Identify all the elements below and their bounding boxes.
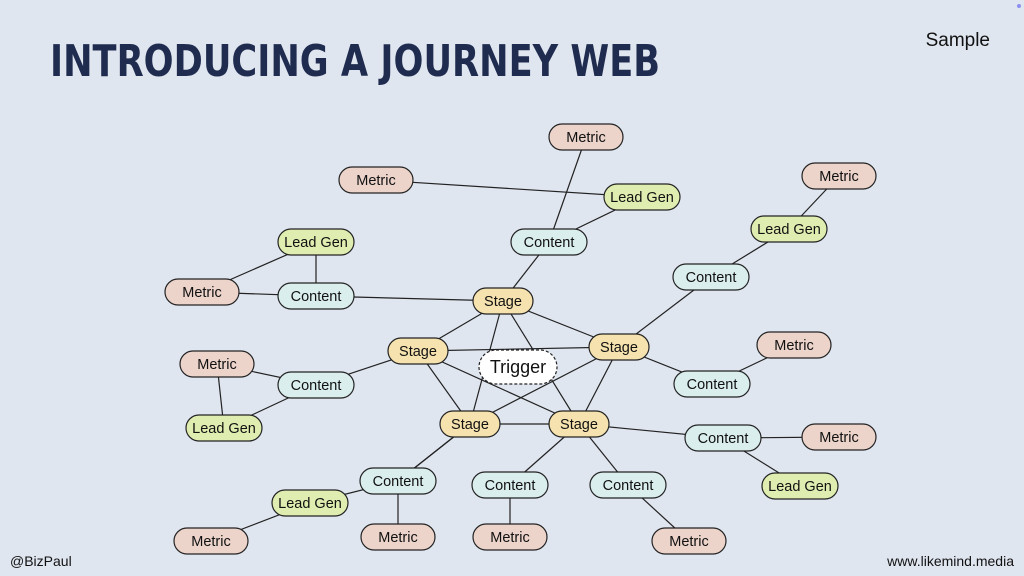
metric-node: Metric — [756, 331, 832, 359]
content-node: Content — [672, 263, 750, 291]
metric-node: Metric — [651, 527, 727, 555]
metric-node: Metric — [360, 523, 436, 551]
stage-node: Stage — [439, 410, 501, 438]
sample-label: Sample — [925, 30, 990, 51]
node-label: Metric — [182, 285, 221, 301]
stage-node: Stage — [588, 333, 650, 361]
node-label: Lead Gen — [768, 479, 832, 495]
edge-s2-s5 — [417, 346, 620, 352]
content-node: Content — [589, 471, 667, 499]
node-label: Stage — [451, 417, 489, 433]
metric-node: Metric — [801, 423, 877, 451]
lead-gen-node: Lead Gen — [761, 472, 839, 500]
slide-title: INTRODUCING A JOURNEY WEB — [50, 36, 661, 87]
trigger-node: Trigger — [478, 349, 558, 385]
lead-gen-node: Lead Gen — [603, 183, 681, 211]
edge-s2-s4 — [417, 350, 580, 425]
node-label: Content — [524, 235, 575, 251]
node-label: Content — [686, 270, 737, 286]
content-node: Content — [277, 371, 355, 399]
lead-gen-node: Lead Gen — [271, 489, 349, 517]
metric-node: Metric — [472, 523, 548, 551]
lead-gen-node: Lead Gen — [277, 228, 355, 256]
edge-c1-m1 — [548, 136, 587, 243]
footer-url: www.likemind.media — [887, 553, 1014, 569]
node-label: Metric — [774, 338, 813, 354]
node-label: Content — [603, 478, 654, 494]
content-node: Content — [471, 471, 549, 499]
node-label: Stage — [399, 344, 437, 360]
content-node: Content — [510, 228, 588, 256]
node-label: Metric — [197, 357, 236, 373]
node-label: Content — [291, 289, 342, 305]
content-node: Content — [359, 467, 437, 495]
footer-handle: @BizPaul — [10, 553, 72, 569]
lead-gen-node: Lead Gen — [750, 215, 828, 243]
node-label: Metric — [566, 130, 605, 146]
node-label: Metric — [819, 430, 858, 446]
node-label: Lead Gen — [278, 496, 342, 512]
stage-node: Stage — [387, 337, 449, 365]
node-label: Stage — [560, 417, 598, 433]
indicator-dot — [1017, 4, 1021, 8]
node-label: Metric — [191, 534, 230, 550]
stage-node: Stage — [472, 287, 534, 315]
metric-node: Metric — [179, 350, 255, 378]
node-label: Stage — [484, 294, 522, 310]
node-label: Lead Gen — [757, 222, 821, 238]
metric-node: Metric — [338, 166, 414, 194]
lead-gen-node: Lead Gen — [185, 414, 263, 442]
stage-node: Stage — [548, 410, 610, 438]
node-label: Metric — [378, 530, 417, 546]
metric-node: Metric — [801, 162, 877, 190]
node-label: Metric — [669, 534, 708, 550]
node-label: Trigger — [490, 357, 546, 377]
node-label: Stage — [600, 340, 638, 356]
node-label: Lead Gen — [610, 190, 674, 206]
content-node: Content — [673, 370, 751, 398]
node-label: Metric — [490, 530, 529, 546]
metric-node: Metric — [548, 123, 624, 151]
node-label: Lead Gen — [284, 235, 348, 251]
metric-node: Metric — [164, 278, 240, 306]
node-label: Metric — [356, 173, 395, 189]
node-label: Metric — [819, 169, 858, 185]
content-node: Content — [684, 424, 762, 452]
edge-l1-m2 — [375, 179, 643, 198]
node-label: Content — [687, 377, 738, 393]
node-label: Content — [291, 378, 342, 394]
metric-node: Metric — [173, 527, 249, 555]
node-label: Lead Gen — [192, 421, 256, 437]
edge-s3-s5 — [469, 346, 620, 425]
node-label: Content — [698, 431, 749, 447]
content-node: Content — [277, 282, 355, 310]
node-label: Content — [485, 478, 536, 494]
node-label: Content — [373, 474, 424, 490]
